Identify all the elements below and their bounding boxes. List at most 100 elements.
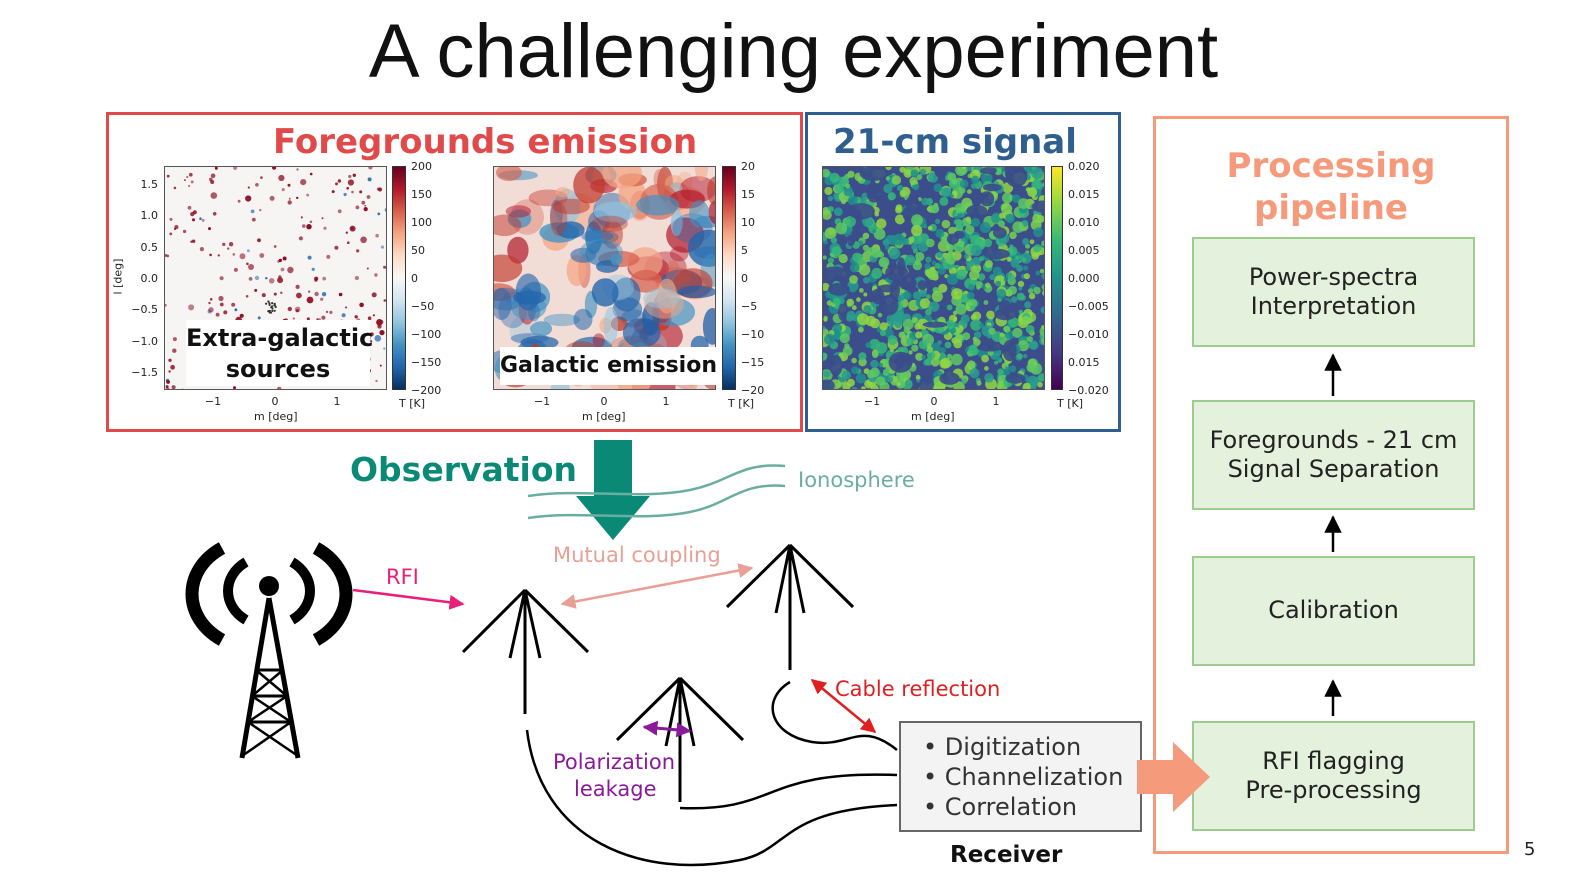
- signal-speckle: [1029, 239, 1035, 245]
- galactic-blob: [570, 247, 597, 263]
- point-source: [384, 208, 386, 212]
- polarization-arrow: [642, 720, 692, 738]
- signal-speckle: [926, 238, 935, 248]
- point-source: [316, 318, 319, 321]
- galactic-colorbar-tick-0: 20: [741, 160, 755, 173]
- antenna-2-icon: [725, 543, 855, 670]
- signal-map: [822, 166, 1045, 390]
- point-source: [368, 167, 373, 170]
- point-source: [233, 267, 238, 272]
- point-source: [209, 253, 212, 257]
- signal-speckle: [919, 168, 927, 176]
- extragalactic-y-tick-1: 1.0: [140, 209, 159, 223]
- signal-speckle: [939, 196, 949, 206]
- signal-speckle: [1016, 353, 1023, 360]
- signal-speckle: [976, 380, 982, 386]
- point-source: [166, 380, 170, 384]
- signal-speckle: [844, 216, 856, 228]
- signal-speckle: [867, 247, 876, 255]
- point-source: [251, 217, 256, 222]
- galactic-colorbar-tick-3: 5: [741, 244, 748, 257]
- point-source: [237, 199, 241, 203]
- point-source: [250, 209, 255, 214]
- signal-speckle: [848, 284, 858, 293]
- point-source: [306, 296, 314, 304]
- point-source: [187, 184, 191, 188]
- signal-speckle: [892, 233, 905, 246]
- point-source: [171, 385, 176, 389]
- point-source: [383, 299, 386, 302]
- point-source: [228, 242, 234, 247]
- signal-speckle: [891, 175, 902, 185]
- signal-void: [934, 167, 948, 179]
- extragalactic-colorbar-tick-6: −100: [411, 328, 442, 341]
- signal-title: 21-cm signal: [833, 122, 1077, 162]
- signal-speckle: [875, 376, 886, 386]
- signal-speckle: [926, 206, 932, 212]
- point-source: [214, 167, 218, 170]
- signal-speckle: [984, 366, 989, 371]
- signal-speckle: [915, 251, 925, 262]
- signal-speckle: [894, 214, 905, 225]
- signal-speckle: [927, 225, 933, 231]
- cluster-source: [271, 305, 274, 308]
- signal-speckle: [887, 376, 894, 383]
- signal-speckle: [911, 243, 918, 251]
- point-source: [210, 173, 216, 179]
- signal-speckle: [992, 266, 1002, 276]
- signal-speckle: [903, 326, 911, 333]
- signal-speckle: [1012, 327, 1023, 338]
- signal-colorbar-unit: T [K]: [1057, 397, 1084, 410]
- signal-speckle: [843, 187, 853, 197]
- signal-speckle: [913, 248, 918, 254]
- galactic-blob: [602, 167, 642, 189]
- signal-speckle: [926, 351, 936, 360]
- point-source: [210, 192, 218, 199]
- signal-colorbar-tick-2: 0.010: [1068, 216, 1100, 229]
- signal-speckle: [933, 183, 943, 192]
- signal-speckle: [1028, 292, 1036, 300]
- signal-speckle: [863, 292, 868, 297]
- extragalactic-x-axis-label: m [deg]: [254, 410, 298, 423]
- extragalactic-colorbar-tick-8: −200: [411, 384, 442, 397]
- galactic-blob: [530, 321, 553, 337]
- point-source: [170, 364, 175, 370]
- signal-speckle: [888, 247, 901, 260]
- signal-speckle: [1018, 198, 1029, 209]
- signal-speckle: [858, 358, 867, 367]
- signal-speckle: [967, 298, 978, 309]
- signal-speckle: [872, 351, 879, 359]
- signal-speckle: [962, 332, 971, 341]
- signal-speckle: [1025, 243, 1030, 249]
- signal-speckle: [972, 336, 977, 342]
- point-source: [209, 177, 213, 182]
- galactic-blob: [543, 313, 581, 327]
- signal-speckle: [986, 310, 995, 320]
- signal-speckle: [882, 368, 889, 375]
- point-source: [321, 217, 324, 220]
- point-source: [354, 315, 358, 319]
- point-source: [265, 277, 268, 280]
- signal-speckle: [1041, 272, 1044, 280]
- point-source: [278, 258, 282, 263]
- extragalactic-x-tick-0: −1: [204, 395, 222, 408]
- polarization-label-line1: Polarization: [553, 750, 676, 774]
- signal-speckle: [885, 167, 892, 171]
- point-source: [254, 288, 258, 292]
- signal-void: [993, 227, 1007, 239]
- signal-speckle: [945, 319, 955, 330]
- galactic-blob: [494, 283, 516, 301]
- signal-speckle: [823, 370, 831, 378]
- extragalactic-colorbar-tick-0: 200: [411, 160, 432, 173]
- point-source: [182, 229, 187, 234]
- signal-speckle: [978, 322, 984, 328]
- signal-speckle: [996, 288, 1007, 299]
- point-source: [372, 314, 375, 317]
- signal-void: [897, 257, 906, 277]
- galactic-x-tick-0: −1: [533, 395, 551, 408]
- signal-speckle: [838, 352, 843, 357]
- signal-speckle: [952, 310, 958, 316]
- point-source: [360, 236, 367, 244]
- point-source: [343, 192, 347, 197]
- signal-speckle: [1008, 317, 1019, 328]
